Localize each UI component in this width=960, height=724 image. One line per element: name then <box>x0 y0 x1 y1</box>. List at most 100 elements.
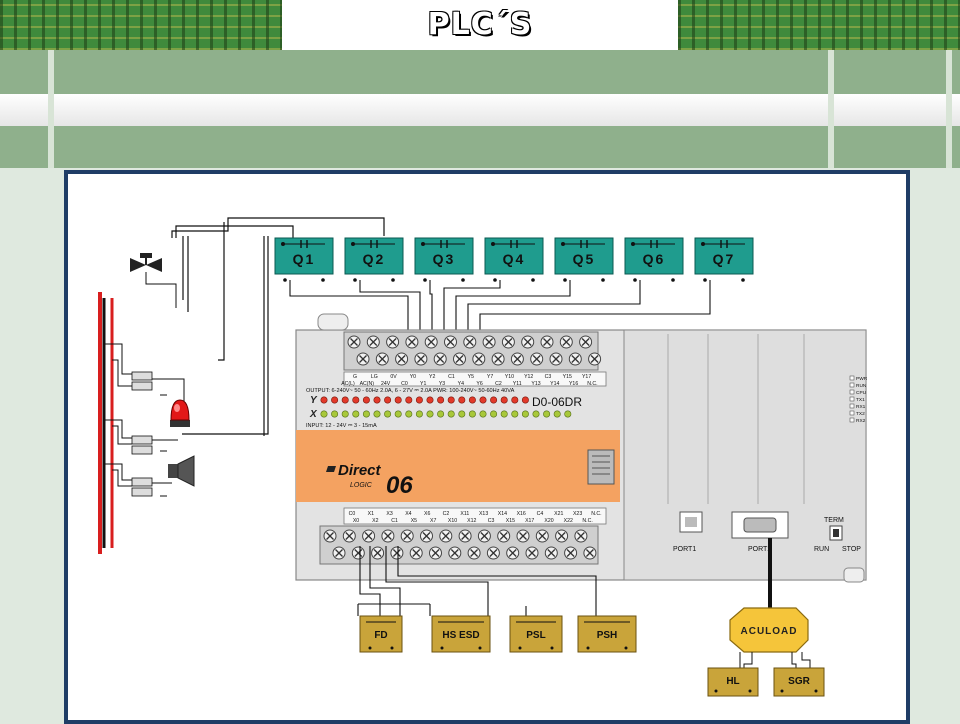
input-wires <box>357 546 597 616</box>
terminal-label: X3 <box>386 511 392 517</box>
output-relay-q3: Q3 <box>414 237 474 282</box>
svg-text:LOGIC: LOGIC <box>350 482 373 489</box>
acuload-unit <box>729 607 809 653</box>
valve-icon <box>130 253 177 308</box>
input-device-label: PSH <box>597 630 618 641</box>
terminal-label: N.C. <box>591 511 601 517</box>
terminal-label: Y11 <box>513 381 522 387</box>
output-relay-label: Q7 <box>713 251 736 267</box>
terminal-label: C3 <box>488 518 495 524</box>
port2-label: PORT2 <box>748 546 771 553</box>
acuload-output-sgr: SGR <box>773 667 825 697</box>
input-device-label: PSL <box>526 630 545 641</box>
terminal-label: X15 <box>506 518 515 524</box>
terminal-label: N.C. <box>587 381 597 387</box>
terminal-label: C4 <box>537 511 544 517</box>
terminal-label: Y15 <box>563 374 572 380</box>
input-led-row-label: X <box>309 409 318 420</box>
output-relay-q2: Q2 <box>344 237 404 282</box>
terminal-label: C3 <box>545 374 552 380</box>
output-relay-label: Q4 <box>503 251 526 267</box>
stop-label: STOP <box>842 546 861 553</box>
terminal-label: C0 <box>349 511 356 517</box>
terminal-label: C2 <box>495 381 502 387</box>
terminal-label: X0 <box>353 518 359 524</box>
plc-model-label: D0-06DR <box>532 395 582 409</box>
input-device-hsesd: HS ESD <box>431 615 491 653</box>
terminal-label: C1 <box>448 374 455 380</box>
acuload-label: ACULOAD <box>741 626 798 637</box>
terminal-label: Y17 <box>582 374 591 380</box>
output-relay-q1: Q1 <box>274 237 334 282</box>
terminal-label: AC(L) <box>341 381 355 387</box>
terminal-label: Y0 <box>410 374 416 380</box>
output-wires <box>289 280 711 334</box>
terminal-label: G <box>353 374 357 380</box>
status-led-label: RX1 <box>856 404 866 410</box>
output-relay-label: Q3 <box>433 251 456 267</box>
terminal-label: Y14 <box>550 381 559 387</box>
input-device-psh: PSH <box>577 615 637 653</box>
input-device-label: FD <box>374 630 387 641</box>
terminal-label: X10 <box>448 518 457 524</box>
output-relays: Q1 Q2 Q3 Q4 Q5 Q6 Q7 <box>274 237 754 282</box>
terminal-label: X5 <box>411 518 417 524</box>
output-spec-label: OUTPUT: 6-240V~ 50 - 60Hz 2.0A, 6 - 27V … <box>306 388 515 394</box>
top-wiring <box>171 217 385 436</box>
terminal-label: LG <box>371 374 378 380</box>
output-relay-q4: Q4 <box>484 237 544 282</box>
terminal-label: Y13 <box>531 381 540 387</box>
terminal-label: X1 <box>368 511 374 517</box>
acuload-output-hl: HL <box>707 667 759 697</box>
terminal-label: X22 <box>564 518 573 524</box>
circuit-board-image-right <box>678 0 960 50</box>
terminal-label: AC(N) <box>360 381 375 387</box>
output-relay-label: Q6 <box>643 251 666 267</box>
terminal-label: X17 <box>525 518 534 524</box>
diagram-frame: Q1 Q2 Q3 Q4 Q5 Q6 Q7 <box>64 170 910 724</box>
terminal-label: X20 <box>544 518 553 524</box>
output-relay-label: Q1 <box>293 251 316 267</box>
output-led-row-label: Y <box>310 395 318 406</box>
terminal-label: 0V <box>390 374 397 380</box>
port1-label: PORT1 <box>673 546 696 553</box>
input-device-label: HS ESD <box>442 630 479 641</box>
terminal-label: X2 <box>372 518 378 524</box>
terminal-label: X7 <box>430 518 436 524</box>
directlogic-logo: Direct LOGIC 06 <box>326 462 413 499</box>
terminal-label: X16 <box>517 511 526 517</box>
status-led-label: TX2 <box>856 411 865 417</box>
terminal-label: C2 <box>443 511 450 517</box>
status-led-label: PWR <box>856 376 868 382</box>
plc-front-panel <box>296 430 620 502</box>
svg-text:06: 06 <box>386 472 413 499</box>
terminal-label: Y4 <box>458 381 464 387</box>
terminal-label: Y1 <box>420 381 426 387</box>
horn-icon <box>168 455 195 487</box>
beacon-light-icon <box>170 399 190 427</box>
input-devices: FD HS ESD PSL PSH <box>359 615 637 653</box>
terminal-label: Y3 <box>439 381 445 387</box>
terminal-label: C1 <box>391 518 398 524</box>
input-device-psl: PSL <box>509 615 563 653</box>
input-spec-label: INPUT: 12 - 24V ⎓ 3 - 15mA <box>306 423 377 429</box>
terminal-label: X4 <box>405 511 411 517</box>
terminal-label: 24V <box>381 381 391 387</box>
circuit-board-image-left <box>0 0 282 50</box>
term-label: TERM <box>824 517 844 524</box>
status-led-label: RX2 <box>856 418 866 424</box>
acuload-output-label: SGR <box>788 676 810 687</box>
terminal-label: C0 <box>401 381 408 387</box>
terminal-label: X13 <box>479 511 488 517</box>
terminal-label: X23 <box>573 511 582 517</box>
output-relay-q6: Q6 <box>624 237 684 282</box>
field-devices <box>98 253 195 554</box>
terminal-label: X14 <box>498 511 507 517</box>
output-relay-q5: Q5 <box>554 237 614 282</box>
acuload-output-label: HL <box>726 676 739 687</box>
input-device-fd: FD <box>359 615 403 653</box>
